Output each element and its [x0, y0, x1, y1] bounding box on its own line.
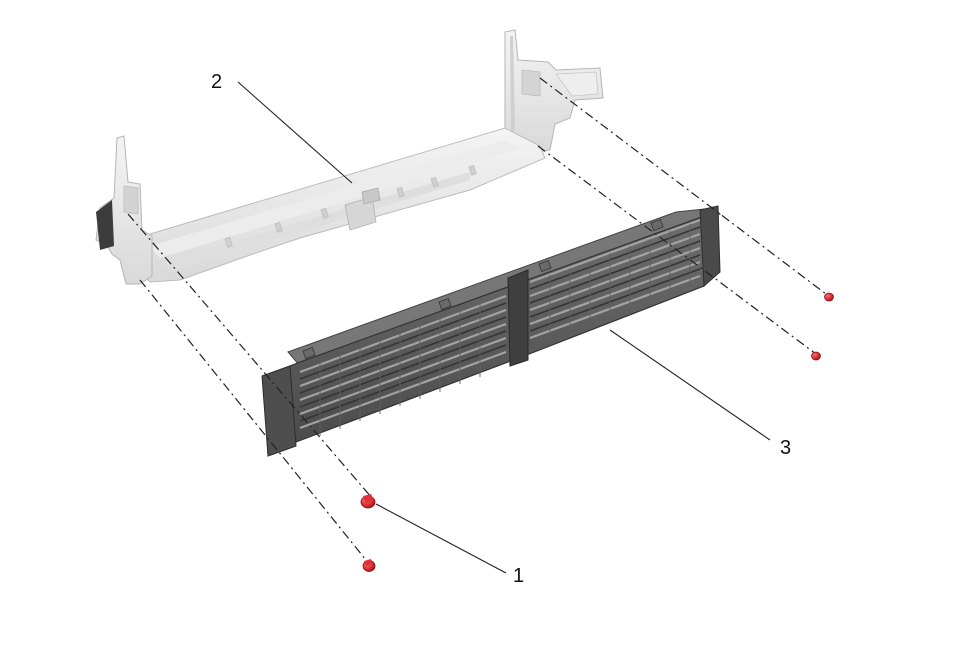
fastener-lower-left-lower: [362, 559, 376, 572]
fastener-right-upper: [824, 292, 834, 302]
grille-left-flange: [261, 365, 297, 457]
fastener-lower-left-upper: [360, 494, 376, 509]
callout-1: 1: [513, 565, 524, 587]
callout-3: 3: [780, 437, 791, 459]
callouts: 2 3 1: [211, 71, 791, 587]
beam-slots: [224, 164, 477, 248]
grille-left-slats: [299, 294, 507, 430]
fasteners: [360, 292, 834, 572]
grille-center-divider: [507, 269, 529, 367]
assembly-lines: [127, 77, 827, 561]
fastener-right-lower: [811, 351, 821, 361]
callout-2: 2: [211, 71, 222, 93]
grille-body: [263, 213, 717, 455]
shutter-grille: [261, 205, 721, 457]
support-bracket: [95, 29, 604, 285]
leader-line-3: [609, 329, 771, 441]
leader-line-1: [375, 503, 507, 574]
grille-right-slats: [529, 218, 701, 340]
leader-line-2: [237, 81, 353, 184]
